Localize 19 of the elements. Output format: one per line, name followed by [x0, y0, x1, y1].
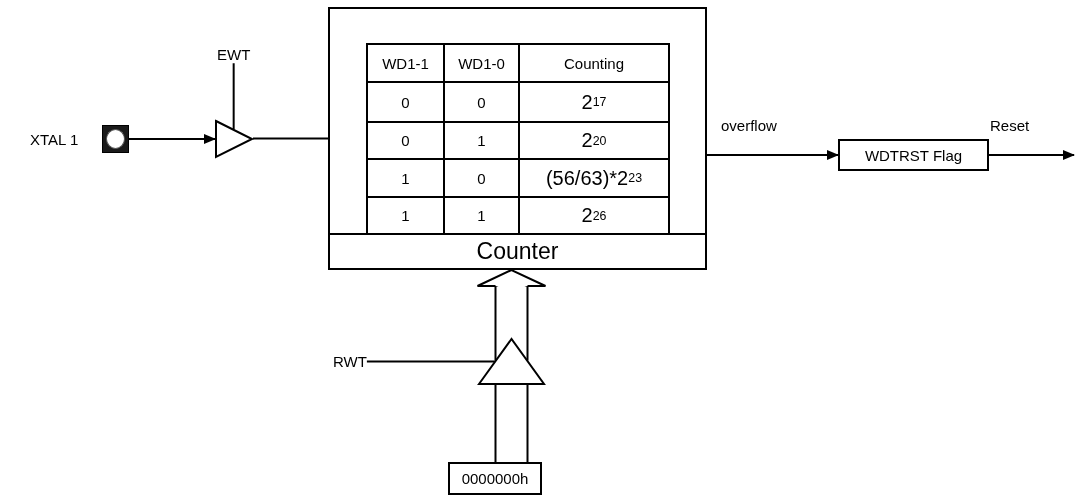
- bus-lines: [494, 384, 529, 463]
- connector-line: [252, 137, 329, 140]
- table-header-cell: WD1-1: [366, 43, 445, 83]
- bus-arrow: [476, 269, 547, 362]
- input-pin: [102, 125, 129, 153]
- buffer-symbol: [215, 120, 253, 158]
- arrow: [128, 134, 216, 144]
- pin-label: XTAL 1: [30, 131, 79, 149]
- table-header-cell: Counting: [518, 43, 670, 83]
- signal-label: EWT: [217, 46, 251, 64]
- buffer-symbol: [478, 338, 545, 385]
- counter-block: [328, 7, 707, 270]
- arrow: [706, 150, 839, 160]
- connector-line: [232, 62, 235, 131]
- connector-line: [365, 360, 496, 363]
- flag-register: WDTRST Flag: [838, 139, 989, 171]
- signal-label: RWT: [333, 353, 367, 371]
- reset-value-register: 0000000h: [448, 462, 542, 495]
- arrow: [988, 150, 1075, 160]
